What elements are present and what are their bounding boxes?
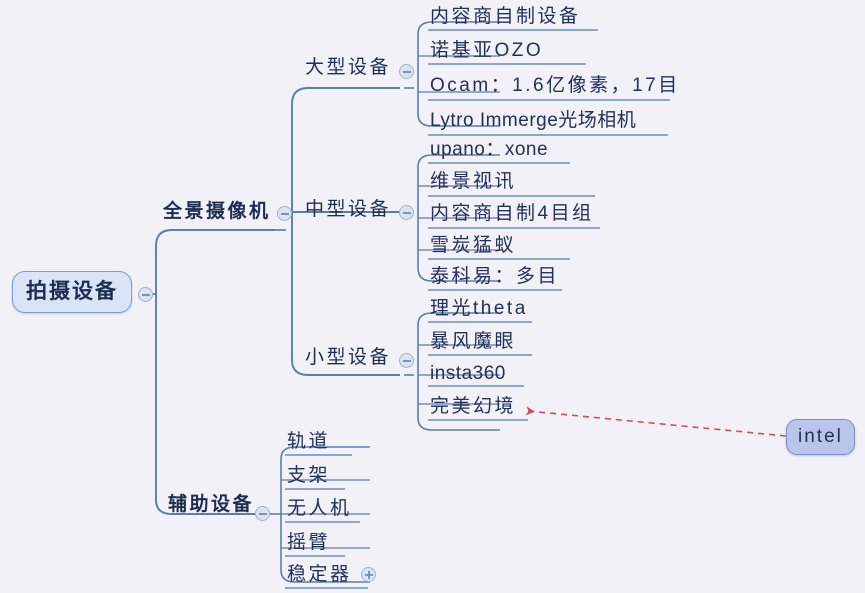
topic-auxiliary-equipment[interactable]: 辅助设备 — [168, 494, 255, 515]
topic-small-equipment[interactable]: 小型设备 — [305, 347, 392, 368]
leaf-large-4[interactable]: Lytro Immerge光场相机 — [430, 110, 637, 131]
topic-large-equipment[interactable]: 大型设备 — [305, 57, 392, 78]
root-branch-spine — [155, 229, 275, 515]
panorama-branch-spine — [291, 87, 400, 376]
leaf-large-3[interactable]: Ocam：1.6亿像素，17目 — [430, 75, 680, 96]
leaf-aux-4[interactable]: 摇臂 — [287, 532, 331, 553]
leaf-small-3[interactable]: insta360 — [430, 363, 506, 384]
leaf-small-4[interactable]: 完美幻境 — [430, 396, 517, 417]
auxiliary-equipment-collapse-icon[interactable] — [255, 506, 270, 521]
leaf-aux-5[interactable]: 稳定器 — [287, 564, 352, 585]
small-equipment-collapse-icon[interactable] — [399, 353, 414, 368]
leaf-medium-1[interactable]: upano：xone — [430, 139, 549, 160]
panoramic-camera-collapse-icon[interactable] — [277, 206, 292, 221]
topic-panoramic-camera[interactable]: 全景摄像机 — [163, 201, 271, 222]
leaf-medium-4[interactable]: 雪炭猛蚁 — [430, 235, 517, 256]
leaf-medium-2[interactable]: 维景视讯 — [430, 171, 517, 192]
leaf-medium-5[interactable]: 泰科易：多目 — [430, 266, 560, 287]
callout-arrow — [525, 406, 787, 437]
leaf-small-2[interactable]: 暴风魔眼 — [430, 331, 517, 352]
leaf-small-1[interactable]: 理光theta — [430, 298, 528, 319]
leaf-aux-3[interactable]: 无人机 — [287, 498, 352, 519]
root-node[interactable]: 拍摄设备 — [12, 271, 132, 313]
root-collapse-icon[interactable] — [138, 287, 153, 302]
medium-equipment-collapse-icon[interactable] — [399, 205, 414, 220]
leaf-medium-3[interactable]: 内容商自制4目组 — [430, 203, 594, 224]
large-equipment-collapse-icon[interactable] — [399, 64, 414, 79]
topic-medium-equipment[interactable]: 中型设备 — [305, 199, 392, 220]
leaf-aux-1[interactable]: 轨道 — [287, 431, 331, 452]
callout-node-intel[interactable]: intel — [786, 419, 855, 455]
leaf-aux-2[interactable]: 支架 — [287, 465, 331, 486]
leaf-large-2[interactable]: 诺基亚OZO — [430, 40, 544, 61]
leaf-large-1[interactable]: 内容商自制设备 — [430, 6, 581, 27]
stabilizer-expand-icon[interactable] — [361, 567, 376, 582]
